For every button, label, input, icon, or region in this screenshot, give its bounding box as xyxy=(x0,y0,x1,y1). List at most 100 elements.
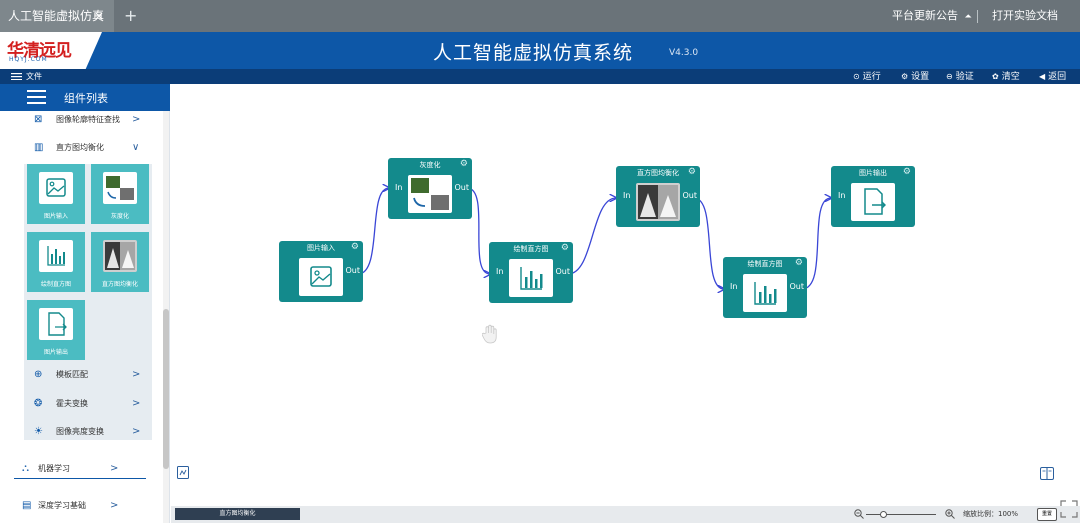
clear-button[interactable]: ✿清空 xyxy=(992,69,1020,84)
sidebar-title: 组件列表 xyxy=(64,92,108,105)
sidebar-separator xyxy=(14,478,146,479)
histogram-icon xyxy=(39,240,73,272)
histogram-icon xyxy=(509,259,553,297)
output-port[interactable]: Out xyxy=(789,282,804,291)
fullscreen-icon[interactable] xyxy=(1060,500,1078,518)
logo-text: 华清远见 xyxy=(7,41,72,61)
browser-tab-title: 人工智能虚拟仿真 xyxy=(8,9,105,23)
zoom-in-icon[interactable] xyxy=(945,509,955,519)
sidebar-header: 组件列表 xyxy=(0,84,170,111)
back-button[interactable]: ◀返回 xyxy=(1039,69,1066,84)
deep-learning-icon: ▤ xyxy=(22,500,32,511)
zoom-level-label: 缩放比例：100% xyxy=(963,510,1019,518)
upload-icon: ⏶ xyxy=(964,12,972,22)
hamburger-icon[interactable] xyxy=(27,90,46,104)
zoom-reset-button[interactable]: 重置 xyxy=(1037,508,1057,521)
minimap-icon[interactable] xyxy=(177,466,189,479)
settings-button[interactable]: ⚙设置 xyxy=(901,69,929,84)
gear-icon[interactable]: ⚙ xyxy=(560,243,569,253)
gear-icon: ⚙ xyxy=(901,72,909,81)
input-port[interactable]: In xyxy=(395,183,403,192)
settings-label: 设置 xyxy=(911,72,930,82)
sidebar-item-label: 图像亮度变换 xyxy=(56,427,104,436)
input-port[interactable]: In xyxy=(838,191,846,200)
machine-learning-icon: ⛬ xyxy=(22,463,29,474)
input-port[interactable]: In xyxy=(496,267,504,276)
run-button[interactable]: ⊙运行 xyxy=(853,69,881,84)
sidebar-item-label: 直方图均衡化 xyxy=(56,143,104,152)
output-port[interactable]: Out xyxy=(454,183,469,192)
flow-canvas[interactable]: 图片输入 ⚙ Out 灰度化 ⚙ In Out 绘制直方图 ⚙ In Out xyxy=(171,84,1080,506)
input-port[interactable]: In xyxy=(730,282,738,291)
verify-button[interactable]: ⊖验证 xyxy=(946,69,974,84)
edge-histogram-to-equalize[interactable] xyxy=(567,198,616,275)
sidebar-scrollbar[interactable] xyxy=(163,111,169,523)
node-grayscale[interactable]: 灰度化 ⚙ In Out xyxy=(388,158,472,219)
node-title: 绘制直方图 xyxy=(747,260,783,268)
gear-icon[interactable]: ⚙ xyxy=(687,167,696,177)
gear-icon[interactable]: ⚙ xyxy=(350,242,359,252)
sidebar-item-hough[interactable]: ❂ 霍夫变换 > xyxy=(0,392,162,416)
new-tab-icon[interactable]: + xyxy=(124,6,138,25)
platform-notice-link[interactable]: 平台更新公告 ⏶ xyxy=(892,0,972,32)
node-draw-histogram[interactable]: 绘制直方图 ⚙ In Out xyxy=(489,242,573,303)
close-icon[interactable]: × xyxy=(93,9,104,23)
output-port[interactable]: Out xyxy=(555,267,570,276)
sidebar-scroll-thumb[interactable] xyxy=(163,309,169,469)
chevron-right-icon: > xyxy=(110,500,119,511)
chevron-right-icon: > xyxy=(110,463,119,474)
chevron-down-icon: ∨ xyxy=(132,142,140,153)
gear-icon[interactable]: ⚙ xyxy=(794,258,803,268)
palette-item-hist-equalize[interactable]: 直方图均衡化 xyxy=(91,232,149,292)
sidebar-item-brightness[interactable]: ☀ 图像亮度变换 > xyxy=(0,420,162,444)
node-title: 灰度化 xyxy=(419,161,441,169)
node-hist-equalize[interactable]: 直方图均衡化 ⚙ In Out xyxy=(616,166,700,227)
palette-item-label: 图片输入 xyxy=(43,213,68,220)
node-title: 直方图均衡化 xyxy=(637,169,679,177)
logo: 华清远见 HQYJ.COM xyxy=(0,32,102,69)
verify-label: 验证 xyxy=(955,72,974,82)
zoom-out-icon[interactable] xyxy=(854,509,864,519)
sidebar-group-ml[interactable]: ⛬ 机器学习 > xyxy=(0,457,162,481)
file-menu[interactable]: 文件 xyxy=(11,69,42,84)
edge-input-to-grayscale[interactable] xyxy=(357,188,389,275)
input-port[interactable]: In xyxy=(623,191,631,200)
node-image-input[interactable]: 图片输入 ⚙ Out xyxy=(279,241,363,302)
palette-item-grayscale[interactable]: 灰度化 xyxy=(91,164,149,224)
node-draw-histogram-2[interactable]: 绘制直方图 ⚙ In Out xyxy=(723,257,807,318)
browser-tab[interactable]: 人工智能虚拟仿真 × xyxy=(0,0,114,32)
open-doc-link[interactable]: 打开实验文档 xyxy=(992,9,1058,22)
verify-icon: ⊖ xyxy=(946,72,953,81)
sidebar-item-hist-equalize[interactable]: ▥ 直方图均衡化 ∨ xyxy=(0,136,162,160)
gear-icon[interactable]: ⚙ xyxy=(459,159,468,169)
node-image-output[interactable]: 图片输出 ⚙ In xyxy=(831,166,915,227)
book-icon[interactable] xyxy=(1040,467,1054,480)
file-export-icon xyxy=(39,308,73,340)
gear-icon[interactable]: ⚙ xyxy=(902,167,911,177)
palette-item-image-output[interactable]: 图片输出 xyxy=(27,300,85,360)
sidebar-group-dl[interactable]: ▤ 深度学习基础 > xyxy=(0,494,162,518)
output-port[interactable]: Out xyxy=(345,266,360,275)
active-flow-tab[interactable]: 直方图均衡化 xyxy=(175,508,300,520)
edge-histogram2-to-output[interactable] xyxy=(801,198,831,290)
play-icon: ⊙ xyxy=(853,72,860,81)
sidebar-item-template-match[interactable]: ⊕ 模板匹配 > xyxy=(0,363,162,387)
zoom-slider[interactable] xyxy=(866,514,936,515)
sun-icon: ☀ xyxy=(34,426,43,437)
sidebar-item-contour[interactable]: ⊠ 图像轮廓特征查找 > xyxy=(0,108,162,132)
palette-item-label: 灰度化 xyxy=(110,213,129,220)
zoom-slider-knob[interactable] xyxy=(880,511,887,518)
run-label: 运行 xyxy=(862,72,881,82)
top-divider xyxy=(977,10,978,23)
palette-item-label: 绘制直方图 xyxy=(40,281,71,288)
node-title: 绘制直方图 xyxy=(513,245,549,253)
chevron-right-icon: > xyxy=(132,114,141,125)
edge-equalize-to-histogram2[interactable] xyxy=(693,197,724,289)
edge-grayscale-to-histogram[interactable] xyxy=(466,187,490,274)
palette-item-label: 图片输出 xyxy=(43,349,68,356)
palette-item-draw-histogram[interactable]: 绘制直方图 xyxy=(27,232,85,292)
palette-item-image-input[interactable]: 图片输入 xyxy=(27,164,85,224)
output-port[interactable]: Out xyxy=(682,191,697,200)
search-icon: ⊕ xyxy=(34,369,43,380)
